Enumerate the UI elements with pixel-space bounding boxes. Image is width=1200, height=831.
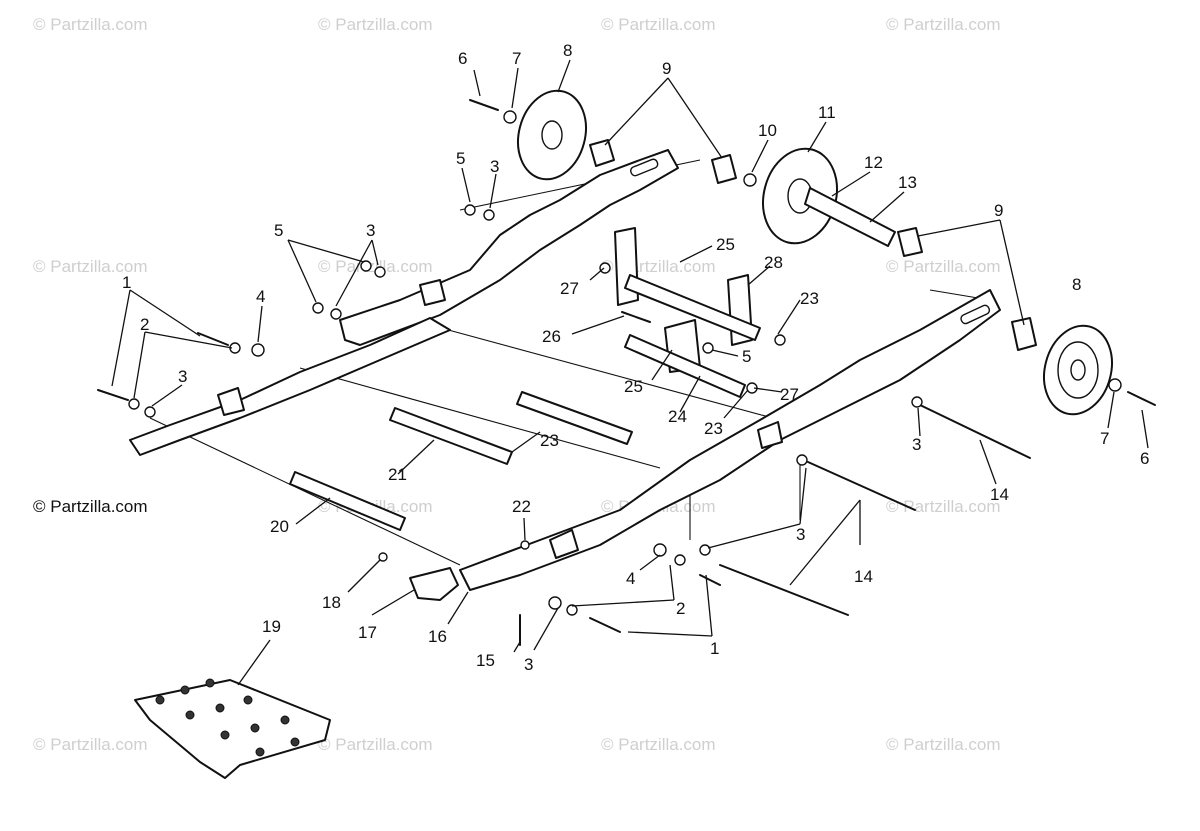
callout-1: 1 xyxy=(710,639,719,658)
lower-rail xyxy=(129,317,451,456)
watermark: © Partzilla.com xyxy=(318,735,433,754)
leader-lines xyxy=(111,59,1149,686)
callout-9: 9 xyxy=(994,201,1003,220)
callout-2: 2 xyxy=(676,599,685,618)
callout-5: 5 xyxy=(456,149,465,168)
slide-track xyxy=(134,678,331,779)
watermark: © Partzilla.com xyxy=(886,497,1001,516)
callout-3: 3 xyxy=(912,435,921,454)
callout-14: 14 xyxy=(990,485,1009,504)
callout-labels: 6 7 8 9 10 11 12 13 9 5 3 5 3 4 1 2 3 27… xyxy=(122,41,1149,674)
callout-4: 4 xyxy=(626,569,635,588)
watermark: © Partzilla.com xyxy=(33,735,148,754)
callout-13: 13 xyxy=(898,173,917,192)
watermark: © Partzilla.com xyxy=(318,15,433,34)
callout-21: 21 xyxy=(388,465,407,484)
callout-2: 2 xyxy=(140,315,149,334)
watermark: © Partzilla.com xyxy=(33,15,148,34)
watermark: © Partzilla.com xyxy=(33,257,148,276)
callout-15: 15 xyxy=(476,651,495,670)
right-rail xyxy=(459,289,1001,591)
callout-7: 7 xyxy=(1100,429,1109,448)
callout-22: 22 xyxy=(512,497,531,516)
callout-23: 23 xyxy=(800,289,819,308)
callout-28: 28 xyxy=(764,253,783,272)
callout-12: 12 xyxy=(864,153,883,172)
callout-6: 6 xyxy=(1140,449,1149,468)
upper-rail xyxy=(339,149,679,346)
front-arm xyxy=(624,319,746,398)
watermark: © Partzilla.com xyxy=(886,735,1001,754)
idler-wheel-upper xyxy=(517,89,587,181)
rear-wheel-axle xyxy=(762,147,896,247)
callout-23: 23 xyxy=(540,431,559,450)
callout-25: 25 xyxy=(624,377,643,396)
callout-3: 3 xyxy=(796,525,805,544)
callout-3: 3 xyxy=(366,221,375,240)
long-bolts xyxy=(719,404,1031,616)
watermark: © Partzilla.com xyxy=(886,15,1001,34)
watermark: © Partzilla.com xyxy=(601,15,716,34)
callout-18: 18 xyxy=(322,593,341,612)
callout-7: 7 xyxy=(512,49,521,68)
hardware xyxy=(97,99,1156,646)
watermark: © Partzilla.com xyxy=(886,257,1001,276)
callout-19: 19 xyxy=(262,617,281,636)
callout-1: 1 xyxy=(122,273,131,292)
callout-25: 25 xyxy=(716,235,735,254)
idler-wheel-lower xyxy=(1043,324,1113,416)
callout-6: 6 xyxy=(458,49,467,68)
callout-11: 11 xyxy=(818,103,836,122)
callout-4: 4 xyxy=(256,287,265,306)
spacer-blocks xyxy=(589,139,1037,351)
callout-3: 3 xyxy=(490,157,499,176)
cross-shafts xyxy=(289,391,633,531)
callout-14: 14 xyxy=(854,567,873,586)
rear-arm xyxy=(614,227,761,346)
copyright-label: © Partzilla.com xyxy=(33,497,148,516)
callout-8: 8 xyxy=(563,41,572,60)
callout-5: 5 xyxy=(742,347,751,366)
callout-27: 27 xyxy=(780,385,799,404)
callout-27: 27 xyxy=(560,279,579,298)
callout-26: 26 xyxy=(542,327,561,346)
callout-8: 8 xyxy=(1072,275,1081,294)
callout-10: 10 xyxy=(758,121,777,140)
watermark: © Partzilla.com xyxy=(601,735,716,754)
callout-9: 9 xyxy=(662,59,671,78)
callout-3: 3 xyxy=(178,367,187,386)
watermark: © Partzilla.com xyxy=(318,257,433,276)
callout-23: 23 xyxy=(704,419,723,438)
callout-20: 20 xyxy=(270,517,289,536)
callout-17: 17 xyxy=(358,623,377,642)
callout-3: 3 xyxy=(524,655,533,674)
callout-5: 5 xyxy=(274,221,283,240)
callout-16: 16 xyxy=(428,627,447,646)
callout-24: 24 xyxy=(668,407,687,426)
rail-tip xyxy=(409,567,459,601)
